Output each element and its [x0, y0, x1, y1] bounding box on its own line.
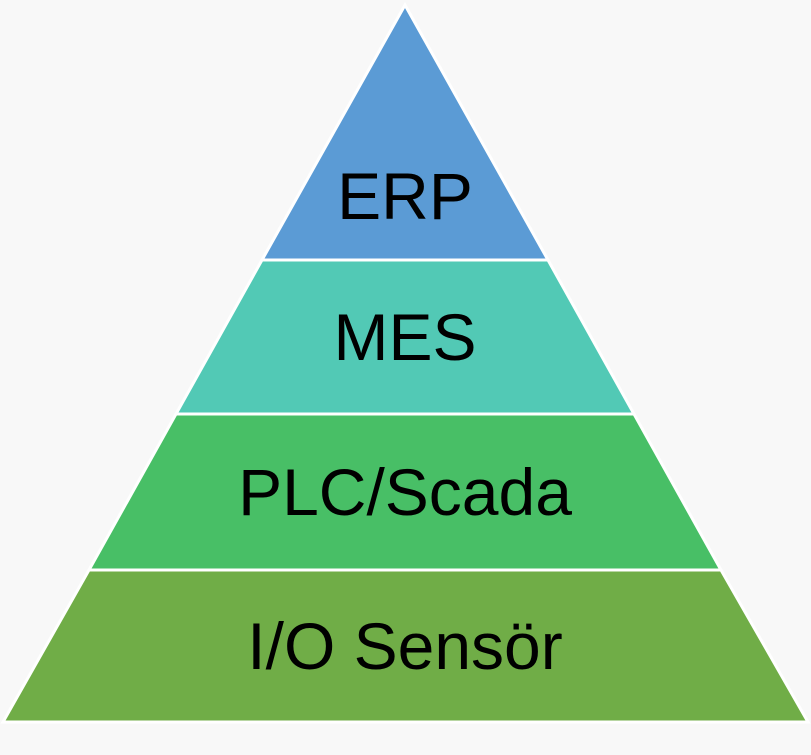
level-io-sensor-label: I/O Sensör	[247, 609, 562, 683]
level-mes-label: MES	[333, 300, 476, 374]
level-erp-label: ERP	[337, 159, 473, 233]
level-io-sensor	[0, 568, 811, 724]
level-plc-scada-label: PLC/Scada	[238, 455, 572, 529]
